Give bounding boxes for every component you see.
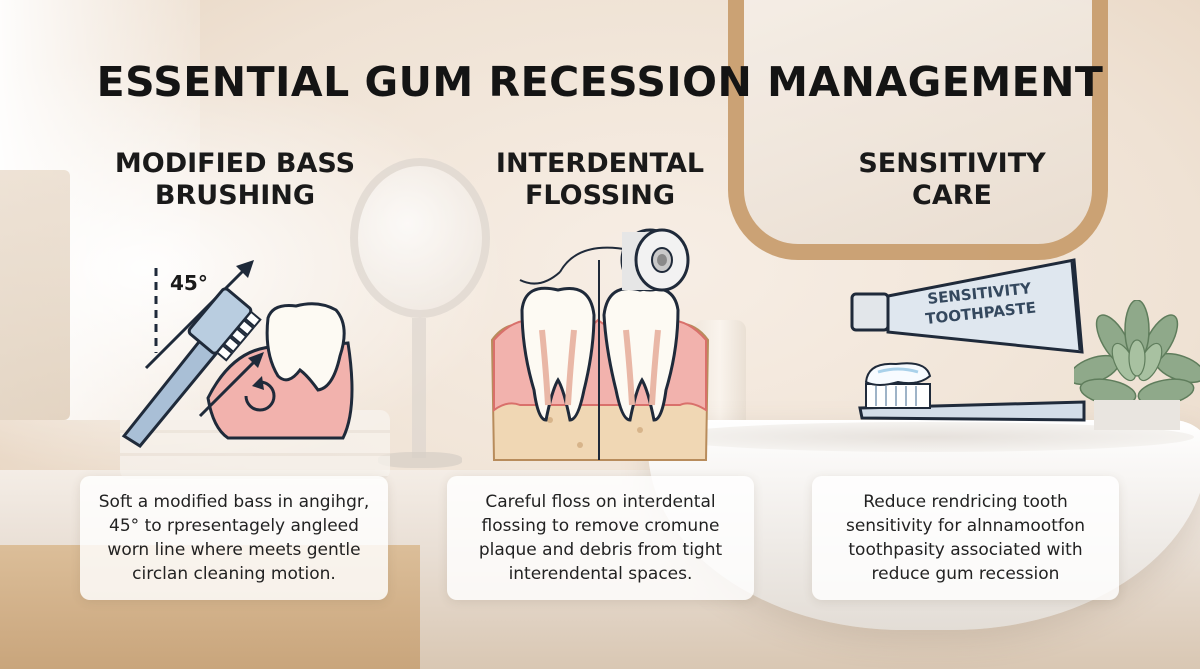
card-text-flossing: Careful floss on interdental flossing to…: [478, 492, 723, 584]
vanity-mirror-stand: [412, 318, 426, 458]
info-card-sensitivity: Reduce rendricing tooth sensitivity for …: [812, 476, 1119, 600]
angle-label: 45°: [170, 271, 208, 295]
background-shelf: [0, 170, 70, 420]
floss-between-teeth-icon: [480, 220, 720, 470]
section-heading-flossing: INTERDENTAL FLOSSING: [495, 148, 705, 211]
section-heading-brushing: MODIFIED BASS BRUSHING: [114, 148, 356, 211]
card-text-sensitivity: Reduce rendricing tooth sensitivity for …: [845, 492, 1086, 584]
info-card-flossing: Careful floss on interdental flossing to…: [447, 476, 754, 600]
vanity-mirror-base: [378, 452, 462, 468]
wall-mirror: [728, 0, 1108, 260]
section-heading-sensitivity: SENSITIVITY CARE: [858, 148, 1046, 211]
toothpaste-tube-icon: SENSITIVITY TOOTHPASTE: [848, 252, 1088, 427]
succulent-plant-icon: [1074, 300, 1200, 430]
info-card-brushing: Soft a modified bass in angihgr, 45° to …: [80, 476, 388, 600]
page-title: ESSENTIAL GUM RECESSION MANAGEMENT: [96, 58, 1104, 106]
vanity-mirror: [350, 158, 490, 318]
toothbrush-45-degree-icon: 45°: [118, 248, 368, 448]
card-text-brushing: Soft a modified bass in angihgr, 45° to …: [98, 492, 370, 584]
